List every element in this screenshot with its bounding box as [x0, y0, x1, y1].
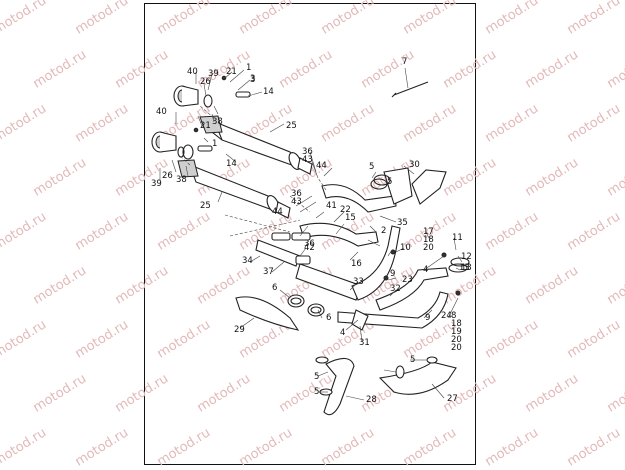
heat-shields: [235, 169, 457, 416]
callout-label: 5: [410, 355, 415, 365]
callout-label: 18: [451, 319, 462, 329]
callout-label: 21: [200, 121, 211, 131]
callout-label: 25: [286, 121, 297, 131]
callout-label: 40: [156, 107, 167, 117]
callout-label: 40: [187, 67, 198, 77]
callout-label: 43: [302, 155, 313, 165]
callout-label: 41: [326, 201, 337, 211]
callout-label: 38: [212, 117, 223, 127]
callout-labels: 1234455555667899101112131414151617181819…: [151, 57, 472, 405]
callout-label: 36: [304, 239, 315, 249]
callout-label: 30: [409, 160, 420, 170]
callout-label: 5: [314, 372, 319, 382]
callout-label: 36: [302, 147, 313, 157]
callout-label: 5: [387, 177, 392, 187]
callout-label: 20: [451, 343, 462, 353]
callout-label: 12: [461, 252, 472, 262]
callout-label: 31: [359, 338, 370, 348]
callout-label: 27: [447, 394, 458, 404]
callout-label: 20: [451, 335, 462, 345]
callout-label: 17: [423, 227, 434, 237]
callout-label: 32: [390, 284, 401, 294]
callout-label: 2: [381, 226, 386, 236]
callout-label: 42: [304, 243, 315, 253]
callout-label: 16: [351, 259, 362, 269]
callout-label: 8: [451, 311, 456, 321]
callout-label: 37: [263, 267, 274, 277]
callout-label: 26: [200, 77, 211, 87]
callout-label: 15: [345, 213, 356, 223]
callout-label: 1: [212, 139, 217, 149]
callout-label: 43: [291, 197, 302, 207]
callout-label: 44: [316, 161, 327, 171]
callout-label: 21: [226, 67, 237, 77]
callout-label: 14: [263, 87, 274, 97]
callout-label: 39: [151, 179, 162, 189]
callout-label: 22: [340, 205, 351, 215]
callout-label: 6: [272, 283, 277, 293]
callout-label: 14: [226, 159, 237, 169]
callout-label: 18: [423, 235, 434, 245]
callout-label: 28: [366, 395, 377, 405]
callout-label: 39: [208, 69, 219, 79]
leader-lines: [159, 67, 463, 401]
clamps: [271, 232, 470, 317]
callout-label: 5: [369, 162, 374, 172]
callout-label: 3: [250, 75, 255, 85]
callout-label: 20: [423, 243, 434, 253]
callout-label: 3: [250, 74, 255, 84]
callout-label: 9: [425, 313, 430, 323]
callout-label: 35: [397, 218, 408, 228]
callout-label: 25: [200, 201, 211, 211]
callout-label: 36: [291, 189, 302, 199]
callout-label: 29: [234, 325, 245, 335]
callout-label: 9: [390, 269, 395, 279]
callout-label: 44: [272, 207, 283, 217]
callout-label: 7: [402, 57, 407, 67]
upper-muffler: [199, 115, 313, 175]
header-pipes: [255, 167, 449, 329]
callout-label: 6: [326, 313, 331, 323]
callout-label: 11: [452, 233, 463, 243]
callout-label: 4: [423, 265, 428, 275]
callout-label: 5: [314, 387, 319, 397]
callout-label: 4: [340, 328, 345, 338]
callout-label: 23: [402, 275, 413, 285]
callout-label: 10: [400, 243, 411, 253]
callout-label: 19: [451, 327, 462, 337]
callout-label: 1: [246, 63, 251, 73]
callout-label: 33: [353, 277, 364, 287]
callout-label: 26: [162, 171, 173, 181]
callout-label: 13: [459, 263, 470, 273]
callout-label: 38: [176, 175, 187, 185]
callout-label: 34: [242, 256, 253, 266]
callout-label: 24: [441, 311, 452, 321]
callout-label: 13: [461, 263, 472, 273]
hardware: [193, 75, 461, 396]
end-caps: [151, 85, 251, 160]
assembly-lines: [179, 105, 327, 237]
lower-muffler: [177, 159, 291, 219]
